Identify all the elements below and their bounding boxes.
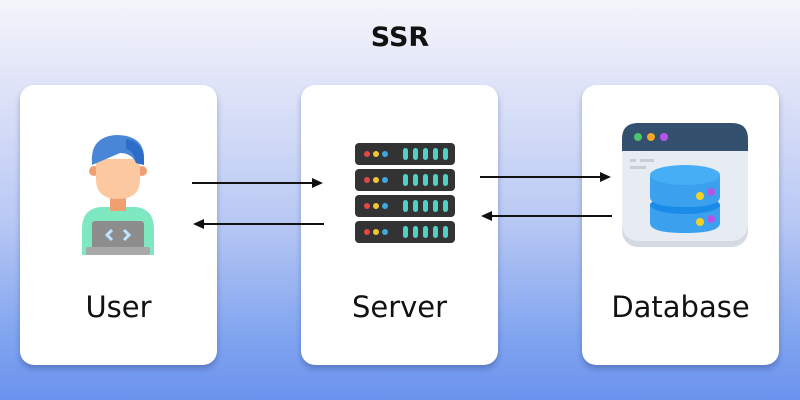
user-label: User (85, 290, 152, 324)
developer-user-icon (82, 135, 154, 255)
server-card: Server (301, 85, 498, 365)
arrow-server-to-user (193, 219, 324, 229)
database-label: Database (611, 290, 750, 324)
server-rack-icon (355, 143, 455, 243)
arrow-server-to-database (480, 172, 611, 182)
database-window-icon (622, 123, 748, 247)
diagram-title: SSR (370, 22, 430, 53)
user-card: User (20, 85, 217, 365)
arrow-user-to-server (192, 178, 323, 188)
arrow-database-to-server (481, 211, 612, 221)
server-label: Server (351, 290, 448, 324)
database-card: Database (582, 85, 779, 365)
